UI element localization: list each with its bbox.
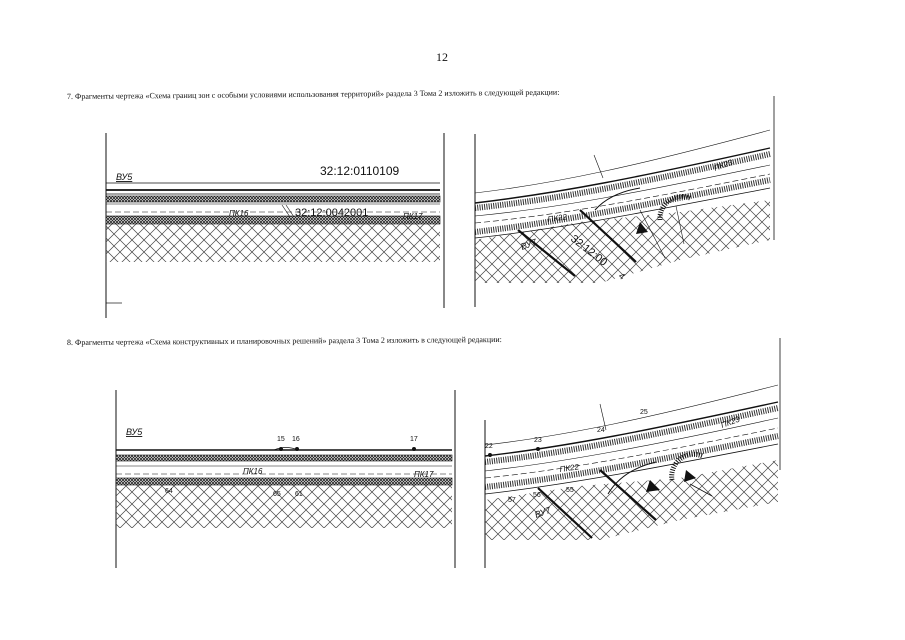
- road-edge-top: [115, 454, 453, 462]
- vu-label: ВУ5: [116, 172, 133, 182]
- parcel-label-mid: 32:12:0042001: [295, 207, 368, 219]
- hatched-zone: [116, 484, 452, 528]
- road-edge-top: [105, 195, 441, 203]
- pk-label-a: ПК16: [229, 209, 249, 218]
- point-64: 64: [165, 488, 173, 495]
- point-25: 25: [640, 409, 648, 416]
- parcel-label-top: 32:12:0110109: [320, 164, 400, 178]
- pk-label-b: ПК17: [414, 470, 434, 479]
- point-56: 56: [533, 492, 541, 499]
- pk-label-a: ПК22: [559, 462, 580, 474]
- point-24: 24: [597, 427, 605, 434]
- point-22-marker: [488, 453, 492, 457]
- hatched-zone: [475, 200, 770, 283]
- pk-label-a: ПК16: [243, 467, 263, 476]
- point-55: 55: [566, 487, 574, 494]
- point-23: 23: [534, 437, 542, 444]
- fragment-8-left: ВУ5 ПК16 ПК17 15 16 17 64 65 61: [115, 390, 456, 568]
- fragment-7-left: 32:12:0110109 32:12:0042001 ВУ5 ПК16 ПК1…: [105, 133, 445, 318]
- point-16-marker: [295, 447, 299, 451]
- point-22: 22: [485, 443, 493, 450]
- point-23-marker: [536, 447, 540, 451]
- point-65: 65: [273, 491, 281, 498]
- pk-label-a: ПК22: [547, 212, 568, 224]
- point-15-marker: [279, 447, 283, 451]
- point-17-marker: [412, 447, 416, 451]
- hatched-zone: [485, 460, 778, 540]
- point-15: 15: [277, 436, 285, 443]
- fragment-7-right: ПК22 ПК23 ВУ7 32:12:00 4: [474, 96, 775, 307]
- page-number: 12: [436, 50, 448, 64]
- pk-label-b: ПК17: [403, 212, 423, 221]
- hatched-zone: [106, 221, 440, 262]
- point-16: 16: [292, 436, 300, 443]
- road-edge-bottom: [105, 215, 441, 225]
- point-57: 57: [508, 497, 516, 504]
- point-61: 61: [295, 491, 303, 498]
- vu-label: ВУ5: [126, 427, 143, 437]
- parcel-label-tail: 4: [617, 271, 627, 282]
- fragment-8-right: ПК22 ПК23 ВУ7 22 23 24 25 57 56 55: [484, 338, 781, 568]
- road-edge-bottom: [115, 477, 453, 486]
- point-17: 17: [410, 436, 418, 443]
